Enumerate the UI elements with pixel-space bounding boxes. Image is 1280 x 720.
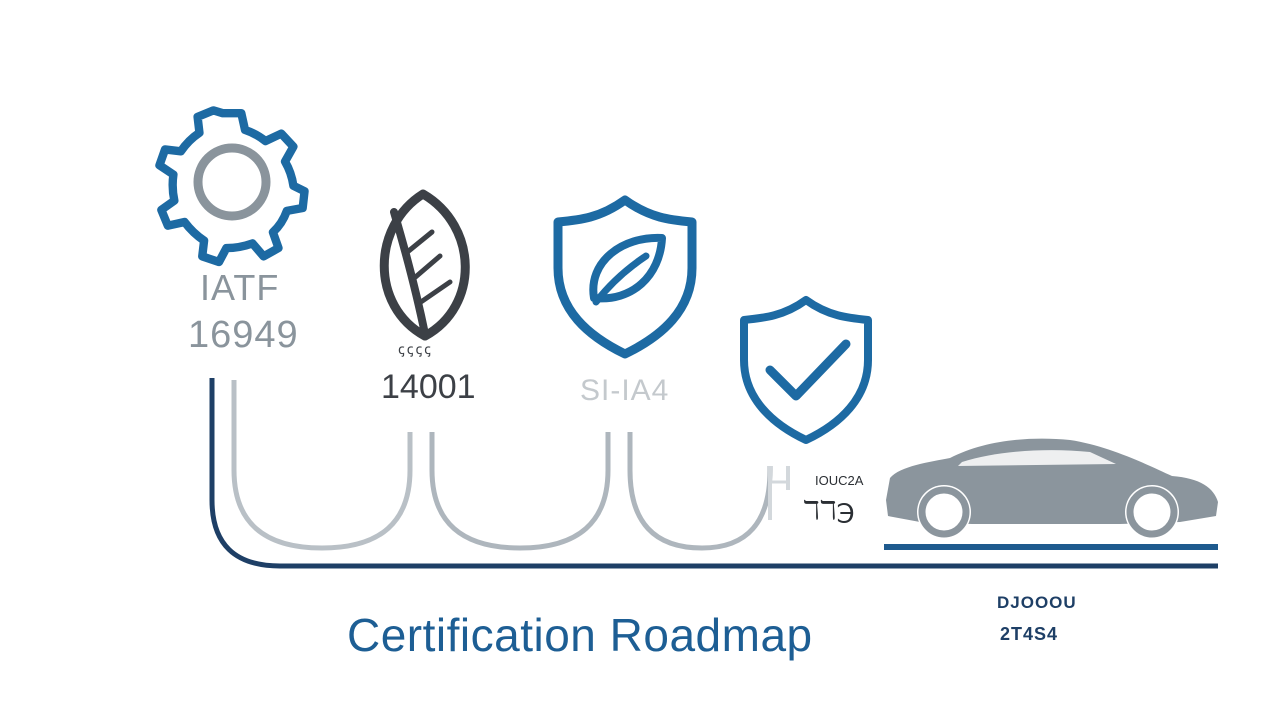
gear-icon	[155, 106, 309, 267]
shield-leaf-icon	[553, 195, 697, 359]
milestone-script-text: ꞔꞔꞔꞔ	[398, 341, 433, 357]
milestone-label-faint: SI-IA4	[580, 374, 670, 407]
milestone-small-label-top: IOUC2A	[815, 473, 864, 488]
leaf-icon	[379, 189, 470, 341]
loop-connector	[231, 380, 413, 551]
milestone-label-iatf: IATF	[200, 267, 280, 308]
destination-label-2: 2T4S4	[1000, 624, 1059, 644]
milestone-label-16949: 16949	[188, 314, 299, 356]
destination-label-1: DJOOOU	[997, 593, 1077, 612]
shield-check-icon	[740, 296, 872, 444]
milestone-small-label-bottom: ℸℸ℈	[803, 496, 855, 526]
loop-connector	[429, 432, 611, 551]
road-line	[209, 378, 1218, 569]
car-icon	[886, 438, 1218, 539]
diagram-title: Certification Roadmap	[347, 609, 813, 661]
milestone-label-14001: 14001	[381, 368, 476, 406]
loop-connector	[627, 432, 773, 551]
